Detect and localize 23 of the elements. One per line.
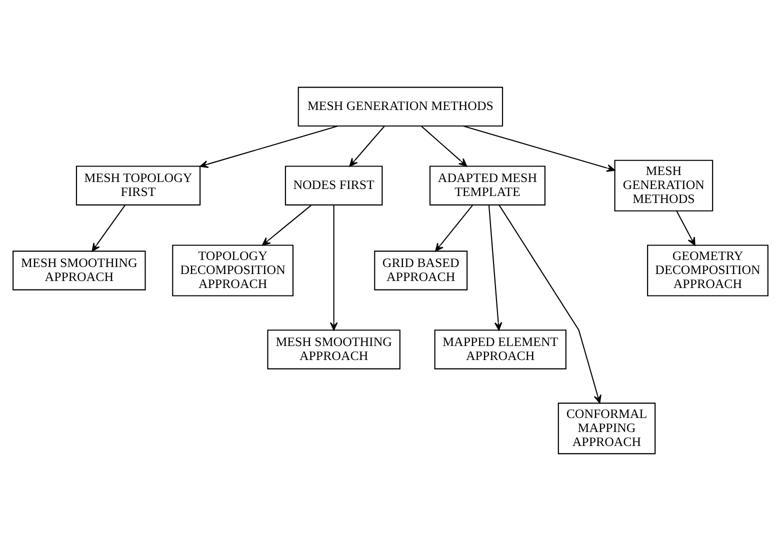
- node-box: NODES FIRST: [284, 165, 383, 205]
- node-box: MESH SMOOTHING APPROACH: [12, 250, 146, 290]
- node-box: MAPPED ELEMENT APPROACH: [434, 329, 566, 369]
- arrow: [200, 125, 338, 168]
- node-box: MESH GENERATION METHODS: [614, 159, 714, 211]
- node-box: GEOMETRY DECOMPOSITION APPROACH: [647, 244, 768, 296]
- arrow: [92, 204, 126, 252]
- arrow: [349, 125, 385, 166]
- arrow: [262, 204, 312, 246]
- arrow: [463, 125, 616, 172]
- node-box: ADAPTED MESH TEMPLATE: [429, 165, 546, 205]
- node-box: MESH GENERATION METHODS: [298, 86, 504, 126]
- node-box: MESH TOPOLOGY FIRST: [76, 165, 201, 205]
- arrow: [421, 125, 468, 166]
- node-box: CONFORMAL MAPPING APPROACH: [558, 402, 656, 454]
- node-box: GRID BASED APPROACH: [374, 250, 468, 290]
- arrow: [488, 204, 502, 330]
- arrow: [498, 204, 602, 403]
- node-box: MESH SMOOTHING APPROACH: [267, 329, 400, 369]
- arrow: [435, 204, 474, 252]
- node-box: TOPOLOGY DECOMPOSITION APPROACH: [172, 244, 294, 296]
- arrow: [676, 210, 696, 246]
- arrow: [330, 204, 338, 330]
